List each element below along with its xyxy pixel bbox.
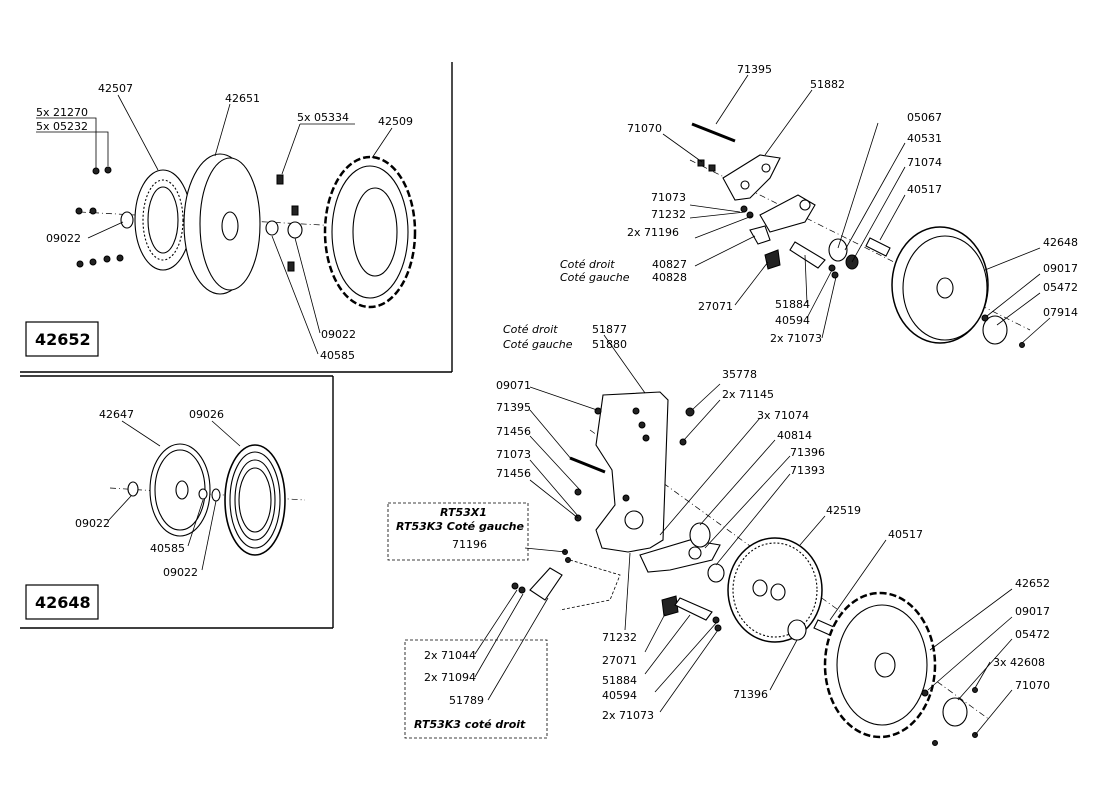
labels-42648: 42647 09026 09022 40585 09022 xyxy=(75,408,224,579)
callout: 09022 xyxy=(75,517,110,530)
callout: 71073 xyxy=(651,191,686,204)
callout: 71456 xyxy=(496,425,531,438)
callout: 71232 xyxy=(651,208,686,221)
callout: 5x 05232 xyxy=(36,120,88,133)
callout: 3x 71074 xyxy=(757,409,809,422)
callout: 71393 xyxy=(790,464,825,477)
callout: 71070 xyxy=(1015,679,1050,692)
kit-box-right: 2x 71044 2x 71094 51789 RT53K3 coté droi… xyxy=(404,639,548,739)
callout: 40594 xyxy=(602,689,637,702)
assembly-42652 xyxy=(36,94,417,355)
callout: 71396 xyxy=(733,688,768,701)
callout: 2x 71073 xyxy=(602,709,654,722)
callout: 71395 xyxy=(737,63,772,76)
callout: 3x 42608 xyxy=(993,656,1045,669)
kit-line-2: RT53K3 Coté gauche xyxy=(396,520,524,533)
callout: 40531 xyxy=(907,132,942,145)
callout: 05472 xyxy=(1015,628,1050,641)
callout: 42648 xyxy=(1043,236,1078,249)
callout: 42507 xyxy=(98,82,133,95)
callout: 40828 xyxy=(652,271,687,284)
callout: 71074 xyxy=(907,156,942,169)
labels-top-right: 71395 51882 71070 05067 40531 71074 4051… xyxy=(560,63,1078,345)
callout: 09071 xyxy=(496,379,531,392)
assembly-id-42648: 42648 xyxy=(35,593,91,612)
callout: 2x 71044 xyxy=(424,649,476,662)
callout: 42519 xyxy=(826,504,861,517)
assembly-id-42652: 42652 xyxy=(35,330,91,349)
callout: 09017 xyxy=(1015,605,1050,618)
callout: 42509 xyxy=(378,115,413,128)
box-42648-id: 42648 xyxy=(25,584,99,620)
callout-side: Coté gauche xyxy=(503,338,573,351)
assembly-top-right xyxy=(662,74,1051,348)
callout-side: Coté droit xyxy=(503,323,558,336)
callout: 27071 xyxy=(698,300,733,313)
callout: 51884 xyxy=(775,298,810,311)
callout: 09022 xyxy=(163,566,198,579)
labels-42652: 42507 42651 5x 21270 5x 05232 5x 05334 4… xyxy=(36,82,413,362)
callout: 5x 05334 xyxy=(297,111,349,124)
callout: 71395 xyxy=(496,401,531,414)
callout: 2x 71073 xyxy=(770,332,822,345)
callout: 51884 xyxy=(602,674,637,687)
callout: 05472 xyxy=(1043,281,1078,294)
callout: 42651 xyxy=(225,92,260,105)
callout: 09017 xyxy=(1043,262,1078,275)
callout-side: Coté gauche xyxy=(560,271,630,284)
callout: 51880 xyxy=(592,338,627,351)
callout: 40517 xyxy=(907,183,942,196)
callout: 05067 xyxy=(907,111,942,124)
callout: 71070 xyxy=(627,122,662,135)
callout: 07914 xyxy=(1043,306,1078,319)
callout: 2x 71196 xyxy=(627,226,679,239)
callout: 40814 xyxy=(777,429,812,442)
callout: 42652 xyxy=(1015,577,1050,590)
kit-box-left: RT53X1 RT53K3 Coté gauche 71196 xyxy=(387,502,529,561)
callout: 40594 xyxy=(775,314,810,327)
callout: 09022 xyxy=(321,328,356,341)
callout: 5x 21270 xyxy=(36,106,88,119)
callout: 09022 xyxy=(46,232,81,245)
callout: 51789 xyxy=(449,694,484,707)
callout: 27071 xyxy=(602,654,637,667)
callout: 71396 xyxy=(790,446,825,459)
callout: 51877 xyxy=(592,323,627,336)
kit-line-1: RT53X1 xyxy=(440,506,487,519)
callout: 71232 xyxy=(602,631,637,644)
frame-lines xyxy=(20,62,453,629)
callout: 40585 xyxy=(320,349,355,362)
box-42652-id: 42652 xyxy=(25,321,99,357)
labels-bottom-right: Coté droit 51877 Coté gauche 51880 09071… xyxy=(496,323,1050,722)
callout: 2x 71094 xyxy=(424,671,476,684)
callout: 35778 xyxy=(722,368,757,381)
callout-side: Coté droit xyxy=(560,258,615,271)
callout: 40517 xyxy=(888,528,923,541)
callout: 71456 xyxy=(496,467,531,480)
callout: 42647 xyxy=(99,408,134,421)
callout: 71196 xyxy=(452,538,487,551)
callout: 71073 xyxy=(496,448,531,461)
callout: 40585 xyxy=(150,542,185,555)
callout: 09026 xyxy=(189,408,224,421)
assembly-bottom-right xyxy=(474,334,1013,746)
callout: 40827 xyxy=(652,258,687,271)
assembly-42648 xyxy=(107,420,306,571)
kit-caption: RT53K3 coté droit xyxy=(414,718,526,731)
callout: 51882 xyxy=(810,78,845,91)
callout: 2x 71145 xyxy=(722,388,774,401)
